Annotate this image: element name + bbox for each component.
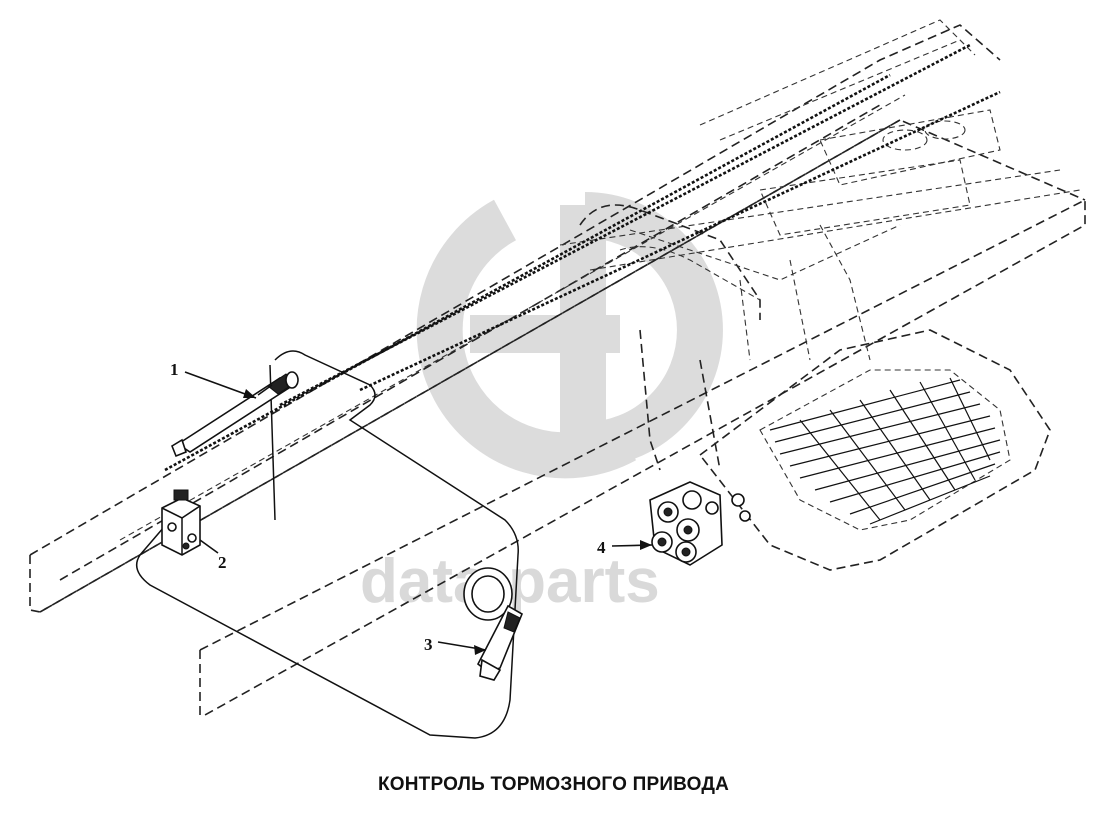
callout-2: 2 bbox=[218, 553, 227, 572]
leader-line-2 bbox=[199, 539, 219, 554]
callout-4: 4 bbox=[597, 538, 606, 557]
vehicle-frame bbox=[29, 19, 1086, 716]
routing-outline bbox=[135, 350, 519, 739]
floor-grid bbox=[769, 377, 1001, 525]
callout-3: 3 bbox=[424, 635, 433, 654]
watermark-logo bbox=[416, 192, 723, 479]
callout-1: 1 bbox=[170, 360, 179, 379]
part-4-coupling-manifold bbox=[649, 481, 751, 566]
frame-chains bbox=[164, 43, 1001, 472]
part-2-valve-block bbox=[161, 489, 201, 556]
part-1-rod bbox=[171, 371, 299, 458]
part-3-handle bbox=[463, 567, 524, 681]
leader-line-1 bbox=[184, 371, 257, 399]
leader-arrowheads bbox=[243, 389, 652, 655]
diagram-caption: КОНТРОЛЬ ТОРМОЗНОГО ПРИВОДА bbox=[377, 774, 730, 795]
